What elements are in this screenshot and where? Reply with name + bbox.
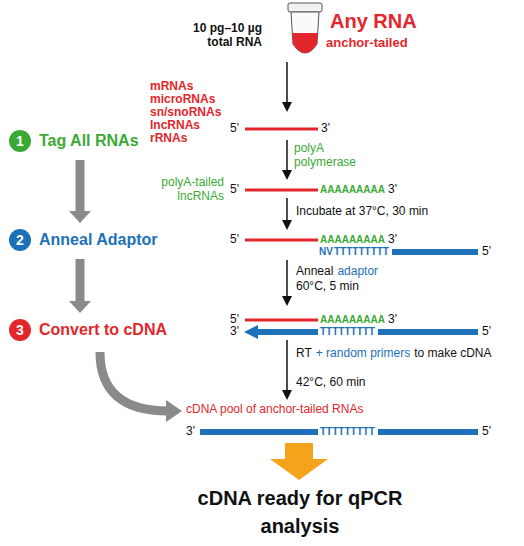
flow-arrow-shaft xyxy=(76,259,85,301)
process-arrow xyxy=(286,260,288,298)
process-arrow xyxy=(286,62,288,104)
end-label: 5' xyxy=(482,245,491,259)
result-arrow xyxy=(270,443,328,480)
rna-type: microRNAs xyxy=(150,93,215,107)
rna-strand xyxy=(245,319,318,322)
amount-label: 10 pg–10 µg total RNA xyxy=(172,22,262,50)
polya-tail: AAAAAAAAA xyxy=(320,234,385,246)
text-row: RT + random primers to make cDNA xyxy=(296,347,492,361)
product-label: polyA-tailed lncRNAs xyxy=(140,176,224,204)
tube-icon xyxy=(288,3,322,53)
step-node: 1 Tag All RNAs xyxy=(9,130,139,152)
step-title: Convert to cDNA xyxy=(39,321,167,339)
step-condition: RT xyxy=(296,347,312,361)
flow-arrow-shaft xyxy=(76,160,85,211)
step-title: Anneal Adaptor xyxy=(39,231,158,249)
process-arrow xyxy=(286,140,288,172)
end-label: 5' xyxy=(230,183,239,197)
step-condition: 60°C, 5 min xyxy=(296,280,359,294)
rna-strand xyxy=(245,128,318,131)
process-arrow xyxy=(286,340,288,392)
flow-arrow xyxy=(69,259,91,313)
oligo-dt: TTTTTTTTT xyxy=(334,246,389,258)
arrowhead xyxy=(69,301,91,313)
end-label: 5' xyxy=(482,425,491,439)
step-circle: 2 xyxy=(9,229,31,251)
step-number: 1 xyxy=(16,133,24,149)
rt-arrowhead xyxy=(244,325,258,339)
polya-tail: AAAAAAAAA xyxy=(320,314,385,326)
tube-liquid xyxy=(292,33,317,53)
enzyme-label: polyA polymerase xyxy=(294,142,374,170)
end-label: 5' xyxy=(230,233,239,247)
flow-arrow xyxy=(69,160,91,223)
step-condition: Anneal xyxy=(296,265,333,279)
end-label: 3' xyxy=(321,122,330,136)
arrowhead xyxy=(282,170,292,180)
adaptor-bar xyxy=(378,429,478,435)
tube-body xyxy=(291,12,319,53)
arrowhead xyxy=(282,296,292,306)
rna-strand xyxy=(245,189,318,192)
oligo-dt: TTTTTTTTT xyxy=(320,426,375,438)
end-label: 3' xyxy=(186,425,195,439)
adaptor-bar xyxy=(392,249,478,255)
arrowhead xyxy=(282,102,292,112)
rna-type: mRNAs xyxy=(150,80,193,94)
arrowhead xyxy=(282,390,292,400)
step-circle: 3 xyxy=(9,319,31,341)
end-label: 5' xyxy=(482,325,491,339)
step-condition: adaptor xyxy=(337,265,378,279)
rna-type: rRNAs xyxy=(150,132,187,146)
end-label: 5' xyxy=(230,122,239,136)
oligo-dt: TTTTTTTTT xyxy=(320,326,375,338)
tube-cap xyxy=(288,3,322,12)
step-number: 3 xyxy=(16,322,24,338)
arrowhead xyxy=(69,211,91,223)
end-label: 3' xyxy=(230,325,239,339)
step-node: 2 Anneal Adaptor xyxy=(9,229,158,251)
polya-tail: AAAAAAAAA xyxy=(320,184,385,196)
rna-type: sn/snoRNAs xyxy=(150,106,221,120)
adaptor-bar xyxy=(378,329,478,335)
end-label: 3' xyxy=(388,313,397,327)
process-arrowheads xyxy=(282,102,292,400)
step-circle: 1 xyxy=(9,130,31,152)
rna-strand xyxy=(245,239,318,242)
arrowhead xyxy=(166,400,182,422)
step-node: 3 Convert to cDNA xyxy=(9,319,167,341)
subtitle-label: anchor-tailed xyxy=(326,36,408,51)
arrowhead xyxy=(282,220,292,230)
step-number: 2 xyxy=(16,232,24,248)
step-condition: Incubate at 37°C, 30 min xyxy=(296,205,428,219)
process-arrow xyxy=(286,198,288,222)
cdna-strand xyxy=(256,329,318,335)
cdna-strand xyxy=(200,429,318,435)
pool-label: cDNA pool of anchor-tailed RNAs xyxy=(186,403,363,417)
text-row: Anneal adaptor xyxy=(296,265,378,279)
step-condition: + random primers xyxy=(316,347,410,361)
curved-flow-arrow xyxy=(100,352,168,411)
step-condition: to make cDNA xyxy=(414,347,491,361)
title-label: Any RNA xyxy=(330,10,417,33)
result-label: cDNA ready for qPCR analysis xyxy=(180,484,420,540)
end-label: 3' xyxy=(388,233,397,247)
anchor-bases: NV xyxy=(319,246,333,258)
step-condition: 42°C, 60 min xyxy=(296,376,366,390)
step-title: Tag All RNAs xyxy=(39,132,139,150)
rna-type: lncRNAs xyxy=(150,119,200,133)
end-label: 3' xyxy=(388,183,397,197)
